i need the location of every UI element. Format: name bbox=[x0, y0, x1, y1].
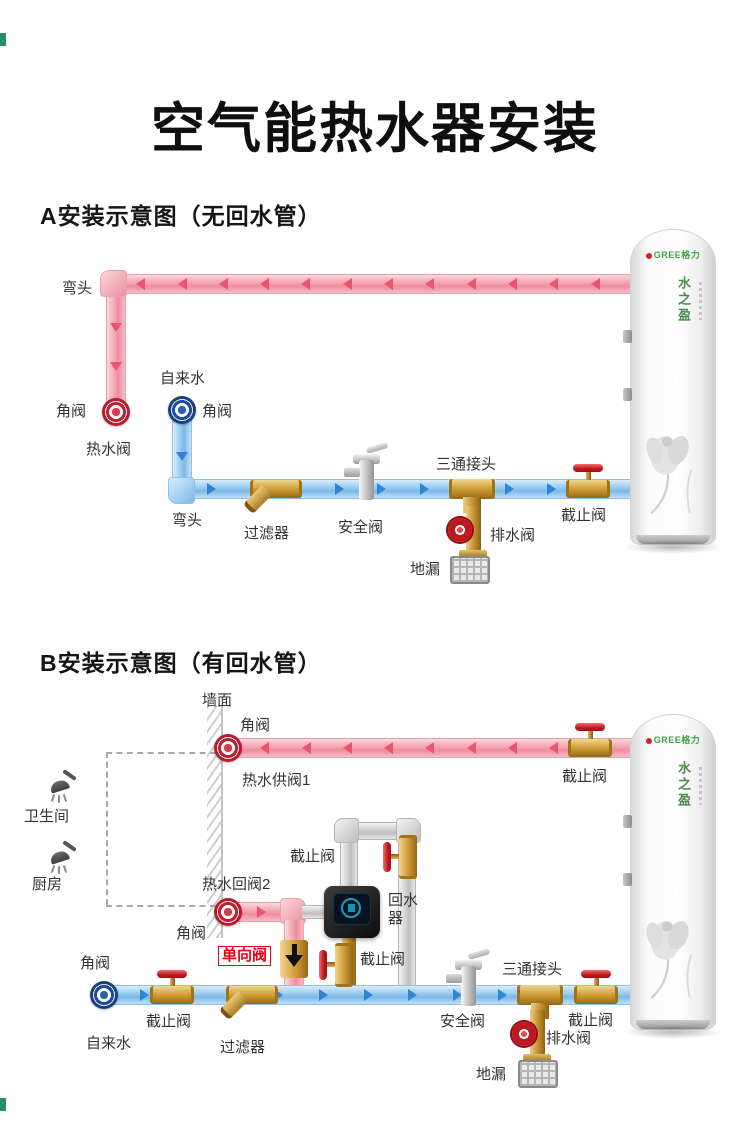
page-edge-artifact bbox=[0, 1098, 6, 1111]
wall-hatch bbox=[207, 706, 223, 938]
label-stop-valve-tank: 截止阀 bbox=[568, 1012, 614, 1029]
hot-angle-valve bbox=[102, 398, 130, 426]
stop-valve-cold bbox=[150, 970, 194, 1004]
label-stop-valve-hot: 截止阀 bbox=[562, 768, 608, 785]
label-tap-water: 自来水 bbox=[86, 1035, 132, 1052]
tank-base bbox=[636, 1020, 710, 1029]
label-stop-valve-cold: 截止阀 bbox=[146, 1013, 192, 1030]
label-tap-water: 自来水 bbox=[160, 370, 206, 387]
safety-valve bbox=[444, 948, 492, 1006]
pipe-elbow-bottom bbox=[168, 477, 195, 504]
tank-port bbox=[623, 815, 632, 828]
hot-water-pipe-drop bbox=[106, 292, 126, 402]
bathroom-shower-icon bbox=[48, 769, 80, 804]
safety-valve bbox=[342, 442, 390, 500]
tank-model-name: 水之盈 bbox=[676, 761, 691, 809]
label-return-device: 回水器 bbox=[388, 892, 419, 927]
label-stop-valve: 截止阀 bbox=[561, 507, 607, 524]
tank-model-subtext bbox=[699, 767, 702, 805]
label-floor-drain: 地漏 bbox=[476, 1066, 507, 1083]
stop-valve-pump bbox=[319, 943, 353, 987]
label-safety-valve: 安全阀 bbox=[440, 1013, 486, 1030]
cold-water-pipe-main bbox=[174, 479, 632, 499]
tank-port bbox=[623, 330, 632, 343]
hot-supply-angle-valve bbox=[214, 734, 242, 762]
tank-port bbox=[623, 873, 632, 886]
label-filter: 过滤器 bbox=[244, 525, 290, 542]
stop-valve-return bbox=[383, 835, 417, 879]
section-a-heading: A安装示意图（无回水管） bbox=[40, 203, 322, 229]
page-title: 空气能热水器安装 bbox=[151, 99, 599, 159]
drain-valve bbox=[448, 506, 496, 564]
label-angle-valve-cold: 角阀 bbox=[80, 955, 111, 972]
hot-return-pipe-h bbox=[228, 902, 294, 922]
stop-valve bbox=[566, 464, 610, 498]
label-floor-drain: 地漏 bbox=[410, 561, 441, 578]
label-bathroom: 卫生间 bbox=[24, 808, 70, 825]
cold-water-pipe-drop bbox=[172, 420, 192, 492]
label-kitchen: 厨房 bbox=[32, 876, 63, 893]
return-elbow-left bbox=[334, 818, 359, 843]
label-angle-valve-supply: 角阀 bbox=[240, 717, 271, 734]
tank-shadow bbox=[623, 1025, 723, 1039]
lotus-decoration bbox=[646, 920, 693, 1000]
filter-strainer bbox=[218, 986, 278, 1032]
cold-angle-valve bbox=[168, 396, 196, 424]
label-safety-valve: 安全阀 bbox=[338, 519, 384, 536]
stop-valve-tank bbox=[574, 970, 618, 1004]
hot-water-pipe-top bbox=[104, 274, 632, 294]
hidden-pipe-dashed-line bbox=[106, 752, 216, 754]
label-filter: 过滤器 bbox=[220, 1039, 266, 1056]
pipe-elbow-top bbox=[100, 270, 127, 297]
hot-supply-pipe bbox=[228, 738, 632, 758]
label-hot-supply-valve: 热水供阀1 bbox=[242, 772, 311, 789]
water-heater-tank: GREE格力 水之盈 bbox=[623, 229, 723, 554]
label-tee-joint: 三通接头 bbox=[502, 961, 563, 978]
tank-shadow bbox=[623, 540, 723, 554]
drain-valve bbox=[512, 1010, 560, 1068]
label-wall: 墙面 bbox=[202, 692, 233, 709]
label-angle-valve-return: 角阀 bbox=[176, 925, 207, 942]
lotus-decoration bbox=[646, 435, 693, 515]
label-angle-valve-cold: 角阀 bbox=[202, 403, 233, 420]
floor-drain bbox=[450, 556, 490, 584]
label-drain-valve: 排水阀 bbox=[490, 527, 536, 544]
filter-strainer bbox=[242, 480, 302, 526]
label-angle-valve-hot: 角阀 bbox=[56, 403, 87, 420]
section-b-heading: B安装示意图（有回水管） bbox=[40, 650, 322, 676]
label-tee-joint: 三通接头 bbox=[436, 456, 497, 473]
tank-brand-logo: GREE格力 bbox=[631, 733, 715, 746]
label-hot-return-valve: 热水回阀2 bbox=[202, 876, 271, 893]
tank-model-name: 水之盈 bbox=[676, 276, 691, 324]
kitchen-faucet-icon bbox=[48, 840, 80, 875]
tank-port bbox=[623, 388, 632, 401]
label-stop-valve-pump: 截止阀 bbox=[360, 951, 406, 968]
check-valve-flow-arrow bbox=[284, 944, 304, 967]
label-elbow-bottom: 弯头 bbox=[172, 512, 203, 529]
cold-angle-valve bbox=[90, 981, 118, 1009]
floor-drain bbox=[518, 1060, 558, 1088]
label-stop-valve-return: 截止阀 bbox=[290, 848, 336, 865]
label-hot-water-valve: 热水阀 bbox=[86, 441, 132, 458]
stop-valve-hot bbox=[568, 723, 612, 757]
return-loop-pipe-left bbox=[340, 836, 358, 888]
water-heater-tank: GREE格力 水之盈 bbox=[623, 714, 723, 1039]
page-edge-artifact bbox=[0, 33, 6, 46]
hot-return-angle-valve bbox=[214, 898, 242, 926]
tank-model-subtext bbox=[699, 282, 702, 320]
hidden-pipe-dashed-line bbox=[106, 752, 108, 905]
label-drain-valve: 排水阀 bbox=[546, 1030, 592, 1047]
label-check-valve: 单向阀 bbox=[218, 946, 272, 966]
tank-base bbox=[636, 535, 710, 544]
return-water-device bbox=[324, 886, 380, 938]
return-device-inlet-stub bbox=[302, 905, 326, 919]
label-elbow-top: 弯头 bbox=[62, 280, 93, 297]
tank-brand-logo: GREE格力 bbox=[631, 248, 715, 261]
hidden-pipe-dashed-line bbox=[106, 905, 216, 907]
